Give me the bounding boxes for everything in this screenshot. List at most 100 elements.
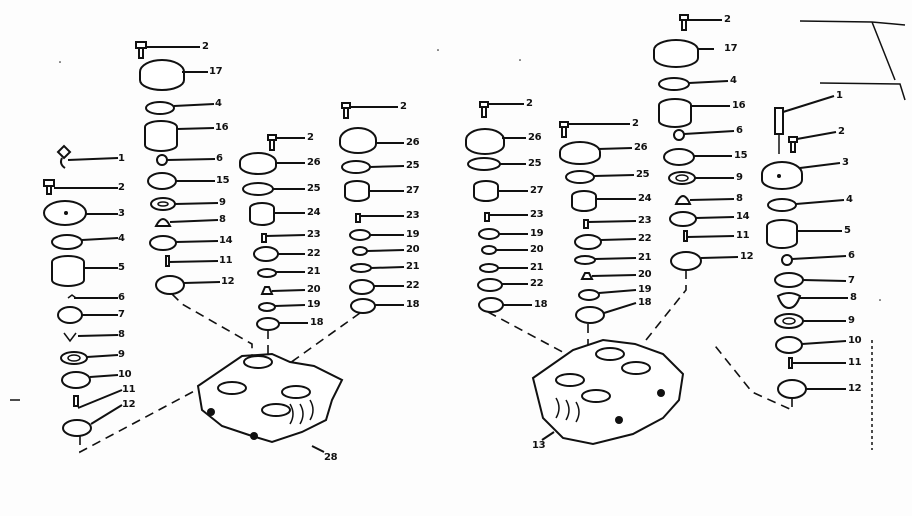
callout-R4-11: 11 (848, 357, 862, 368)
callout-L1-10: 10 (118, 369, 132, 380)
callout-R1-26: 26 (528, 132, 542, 143)
callout-R2-23: 23 (638, 215, 652, 226)
callout-L2-8: 8 (219, 214, 226, 225)
callout-R4-4: 4 (846, 194, 853, 205)
callout-R4-3: 3 (842, 157, 849, 168)
callout-L4-21: 21 (406, 261, 420, 272)
callout-head-13: 13 (532, 440, 546, 451)
callout-R3-17: 17 (724, 43, 738, 54)
callout-R1-18: 18 (534, 299, 548, 310)
column-L4-parts (289, 102, 405, 364)
callout-R4-12: 12 (848, 383, 862, 394)
callout-R3-9: 9 (736, 172, 743, 183)
callout-R2-21: 21 (638, 252, 652, 263)
callout-R4-9: 9 (848, 315, 855, 326)
left-valve-head-block (196, 352, 344, 453)
callout-R3-4: 4 (730, 75, 737, 86)
callout-L3-26: 26 (307, 157, 321, 168)
callout-L3-2: 2 (307, 132, 314, 143)
callout-R3-15: 15 (734, 150, 748, 161)
callout-L3-20: 20 (307, 284, 321, 295)
callout-L3-23: 23 (307, 229, 321, 240)
callout-L3-25: 25 (307, 183, 321, 194)
callout-R2-20: 20 (638, 269, 652, 280)
callout-R1-25: 25 (528, 158, 542, 169)
callout-L4-20: 20 (406, 244, 420, 255)
callout-L1-3: 3 (118, 208, 125, 219)
callout-L2-17: 17 (209, 66, 223, 77)
callout-L2-15: 15 (216, 175, 230, 186)
callout-R4-2: 2 (838, 126, 845, 137)
callout-R4-8: 8 (850, 292, 857, 303)
callout-head-28: 28 (324, 452, 338, 463)
callout-L1-11: 11 (122, 384, 136, 395)
callout-L1-12: 12 (122, 399, 136, 410)
callout-R2-22: 22 (638, 233, 652, 244)
callout-R2-19: 19 (638, 284, 652, 295)
callout-L4-18: 18 (406, 299, 420, 310)
callout-L3-18: 18 (310, 317, 324, 328)
callout-R2-2: 2 (632, 118, 639, 129)
scan-noise-marks (10, 49, 881, 401)
callout-L2-11: 11 (219, 255, 233, 266)
callout-L2-12: 12 (221, 276, 235, 287)
column-R4-parts (711, 95, 873, 450)
callout-L4-26: 26 (406, 137, 420, 148)
right-valve-head-block (531, 338, 685, 446)
callout-L1-5: 5 (118, 262, 125, 273)
callout-R3-11: 11 (736, 230, 750, 241)
callout-R1-23: 23 (530, 209, 544, 220)
callout-L4-2: 2 (400, 101, 407, 112)
callout-R2-18: 18 (638, 297, 652, 308)
column-R1-parts (465, 101, 571, 357)
callout-L4-23: 23 (406, 210, 420, 221)
callout-R4-5: 5 (844, 225, 851, 236)
callout-L4-19: 19 (406, 229, 420, 240)
callout-R2-25: 25 (636, 169, 650, 180)
callout-L3-19: 19 (307, 299, 321, 310)
callout-R2-26: 26 (634, 142, 648, 153)
callout-L2-2: 2 (202, 41, 209, 52)
callout-R3-2: 2 (724, 14, 731, 25)
callout-L2-14: 14 (219, 235, 233, 246)
callout-L2-9: 9 (219, 197, 226, 208)
callout-R3-6: 6 (736, 125, 743, 136)
callout-L3-22: 22 (307, 248, 321, 259)
callout-L1-9: 9 (118, 349, 125, 360)
callout-L1-7: 7 (118, 309, 125, 320)
callout-L4-27: 27 (406, 185, 420, 196)
callout-L1-8: 8 (118, 329, 125, 340)
callout-L1-2: 2 (118, 182, 125, 193)
column-L1-parts (43, 144, 231, 454)
callout-R3-8: 8 (736, 193, 743, 204)
callout-R3-12: 12 (740, 251, 754, 262)
callout-R1-27: 27 (530, 185, 544, 196)
callout-L1-4: 4 (118, 233, 125, 244)
callout-L2-16: 16 (215, 122, 229, 133)
callout-L4-25: 25 (406, 160, 420, 171)
callout-R1-21: 21 (530, 262, 544, 273)
scan-frame-lines (799, 20, 906, 101)
callout-L2-4: 4 (215, 98, 222, 109)
callout-R1-19: 19 (530, 228, 544, 239)
callout-R4-10: 10 (848, 335, 862, 346)
callout-L1-1: 1 (118, 153, 125, 164)
callout-L3-21: 21 (307, 266, 321, 277)
callout-R2-24: 24 (638, 193, 652, 204)
callout-L1-6: 6 (118, 292, 125, 303)
callout-R1-2: 2 (526, 98, 533, 109)
callout-R1-22: 22 (530, 278, 544, 289)
callout-L4-22: 22 (406, 280, 420, 291)
column-L2-parts (135, 41, 253, 356)
callout-R4-1: 1 (836, 90, 843, 101)
column-R3-parts (645, 14, 739, 341)
callout-R4-7: 7 (848, 275, 855, 286)
column-R2-parts (559, 121, 637, 346)
column-L3-parts (239, 134, 308, 354)
callout-L2-6: 6 (216, 153, 223, 164)
callout-L3-24: 24 (307, 207, 321, 218)
callout-R1-20: 20 (530, 244, 544, 255)
callout-R3-14: 14 (736, 211, 750, 222)
